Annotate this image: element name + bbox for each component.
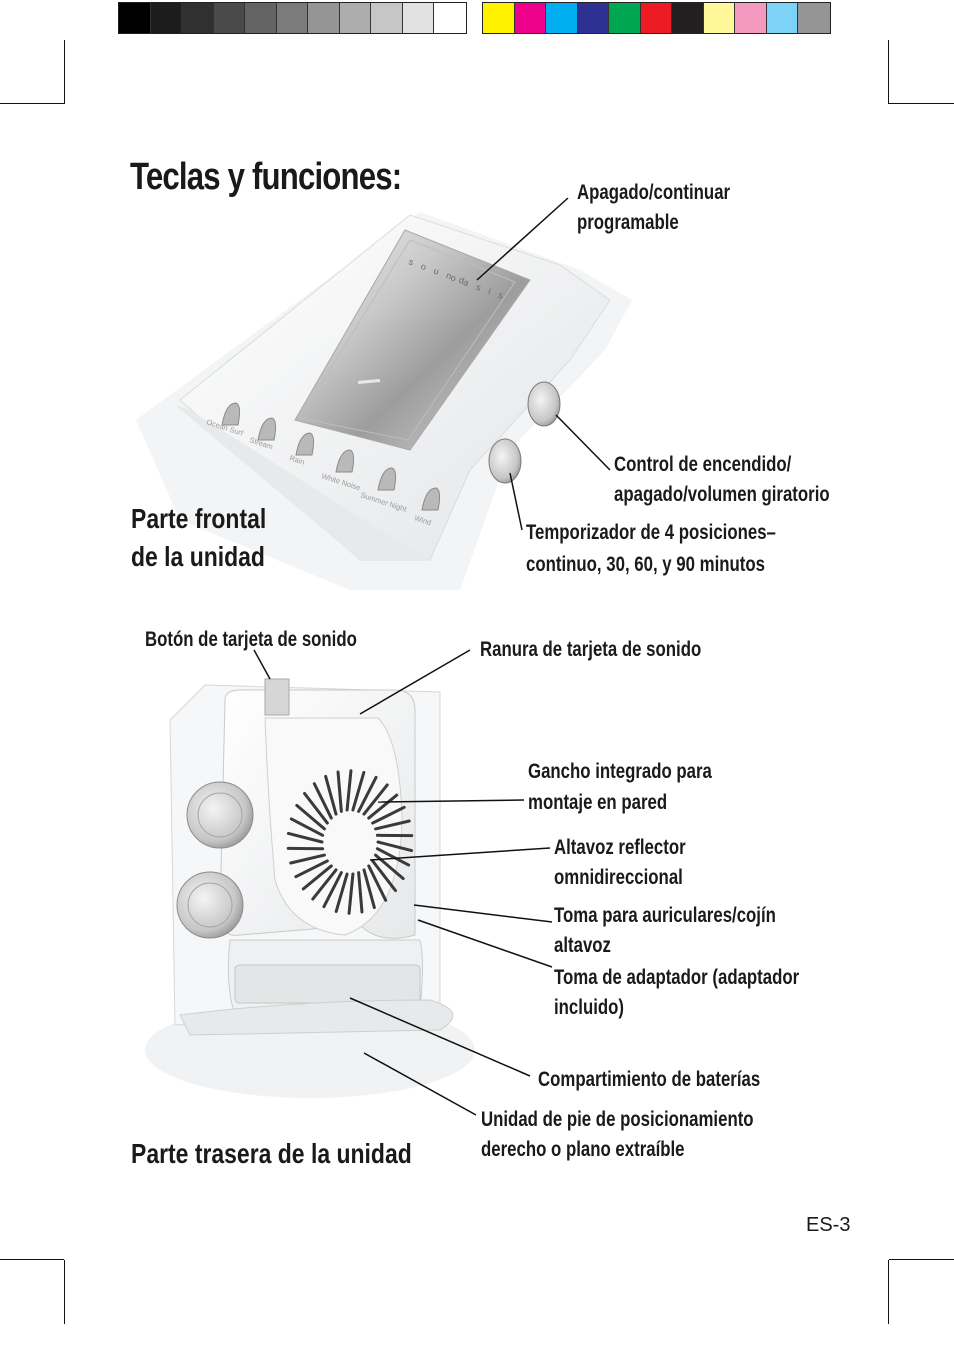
crop-mark-br-h bbox=[889, 1259, 954, 1260]
gray-swatch-3 bbox=[182, 3, 214, 33]
gray-swatch-5 bbox=[245, 3, 277, 33]
back-volume-knob bbox=[186, 781, 254, 849]
callout-power-volume-2: apagado/volumen giratorio bbox=[614, 483, 830, 506]
callout-stand-2: derecho o plano extraíble bbox=[481, 1138, 685, 1161]
page-title: Teclas y funciones: bbox=[130, 156, 402, 198]
callout-timer-2: continuo, 30, 60, y 90 minutos bbox=[526, 553, 765, 576]
callout-card-button: Botón de tarjeta de sonido bbox=[145, 628, 357, 651]
process-swatch-2 bbox=[514, 3, 546, 33]
callout-adapter-1: Toma de adaptador (adaptador bbox=[554, 966, 800, 989]
process-swatch-8 bbox=[703, 3, 735, 33]
gray-swatch-9 bbox=[371, 3, 403, 33]
crop-mark-tr-h bbox=[889, 103, 954, 104]
gray-color-bar bbox=[118, 2, 467, 34]
gray-swatch-2 bbox=[150, 3, 182, 33]
front-timer-knob bbox=[488, 438, 522, 484]
gray-swatch-6 bbox=[276, 3, 308, 33]
process-swatch-5 bbox=[609, 3, 641, 33]
process-color-bar bbox=[482, 2, 831, 34]
gray-swatch-7 bbox=[308, 3, 340, 33]
process-swatch-10 bbox=[766, 3, 798, 33]
callout-stand-1: Unidad de pie de posicionamiento bbox=[481, 1108, 754, 1131]
crop-mark-tr-v bbox=[888, 40, 889, 104]
crop-mark-tl-v bbox=[64, 40, 65, 104]
front-volume-knob bbox=[527, 381, 561, 427]
callout-speaker-1: Altavoz reflector bbox=[554, 836, 686, 859]
front-sound-switches bbox=[221, 402, 441, 511]
crop-mark-br-v bbox=[888, 1260, 889, 1324]
callout-hook-2: montaje en pared bbox=[528, 791, 668, 814]
process-swatch-3 bbox=[546, 3, 578, 33]
process-swatch-9 bbox=[735, 3, 767, 33]
callout-battery: Compartimiento de baterías bbox=[538, 1068, 761, 1091]
back-timer-knob bbox=[176, 871, 244, 939]
gray-swatch-4 bbox=[213, 3, 245, 33]
crop-mark-bl-v bbox=[64, 1260, 65, 1324]
process-swatch-4 bbox=[577, 3, 609, 33]
process-swatch-11 bbox=[798, 3, 830, 33]
process-swatch-6 bbox=[640, 3, 672, 33]
front-heading-line1: Parte frontal bbox=[131, 503, 267, 534]
callout-leader-lines bbox=[253, 197, 611, 1116]
speaker-grille bbox=[286, 769, 414, 915]
callout-power-volume-1: Control de encendido/ bbox=[614, 453, 792, 476]
crop-mark-bl-h bbox=[0, 1259, 64, 1260]
back-unit-illustration bbox=[145, 678, 475, 1098]
callout-card-slot: Ranura de tarjeta de sonido bbox=[480, 638, 702, 661]
crop-mark-tl-h bbox=[0, 103, 64, 104]
process-swatch-1 bbox=[483, 3, 515, 33]
front-heading-line2: de la unidad bbox=[131, 541, 265, 572]
callout-off-resume-2: programable bbox=[577, 211, 679, 234]
process-swatch-7 bbox=[672, 3, 704, 33]
callout-timer-1: Temporizador de 4 posiciones– bbox=[526, 521, 776, 544]
callout-speaker-2: omnidireccional bbox=[554, 866, 683, 889]
gray-swatch-11 bbox=[434, 3, 466, 33]
callout-headphone-2: altavoz bbox=[554, 934, 611, 957]
callout-adapter-2: incluido) bbox=[554, 996, 624, 1019]
callout-off-resume-1: Apagado/continuar bbox=[577, 181, 731, 204]
page-number: ES-3 bbox=[806, 1214, 851, 1236]
front-unit-illustration: s o u n d o a s i s Ocean Surf Stream Ra… bbox=[136, 212, 632, 590]
back-heading: Parte trasera de la unidad bbox=[131, 1138, 412, 1169]
gray-swatch-10 bbox=[402, 3, 434, 33]
gray-swatch-8 bbox=[339, 3, 371, 33]
callout-headphone-1: Toma para auriculares/cojín bbox=[554, 904, 776, 927]
gray-swatch-1 bbox=[119, 3, 151, 33]
callout-hook-1: Gancho integrado para bbox=[528, 760, 712, 783]
